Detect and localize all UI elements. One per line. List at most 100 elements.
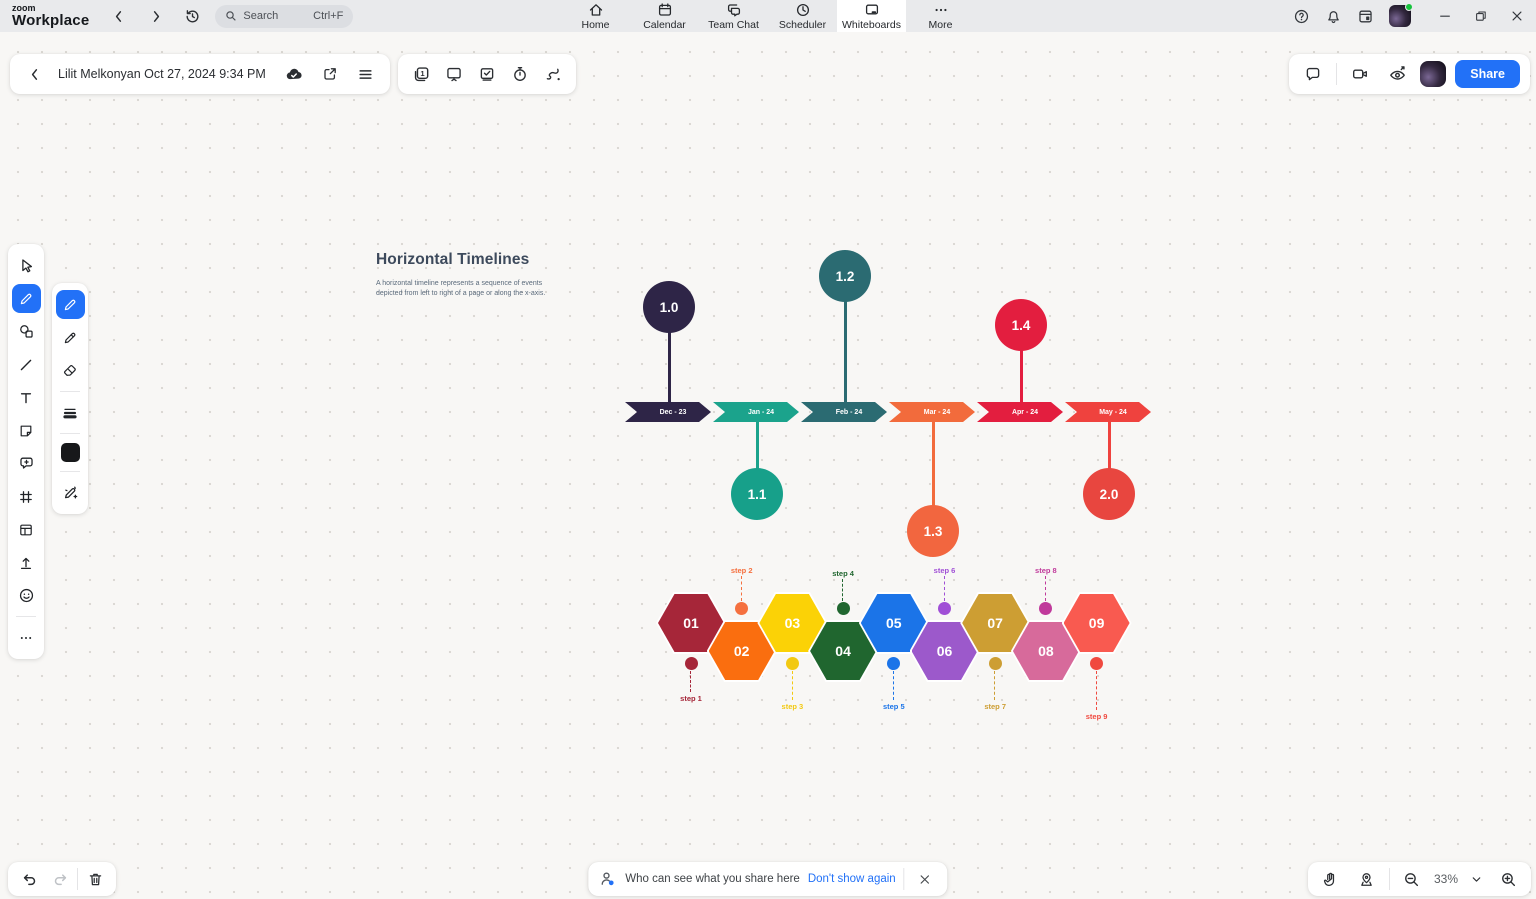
- undo-button[interactable]: [15, 865, 43, 893]
- tool-select[interactable]: [12, 251, 41, 280]
- nav-back-button[interactable]: [105, 3, 131, 29]
- share-button[interactable]: Share: [1455, 60, 1520, 88]
- tool-pen[interactable]: [11, 284, 41, 313]
- step-marker-dot[interactable]: [1039, 601, 1053, 615]
- board-menu-button[interactable]: [352, 60, 380, 88]
- minimap-button[interactable]: [1353, 865, 1381, 893]
- whiteboard-canvas[interactable]: Horizontal Timelines A horizontal timeli…: [0, 32, 1536, 899]
- step-label[interactable]: step 5: [882, 702, 905, 711]
- stroke-thickness-button[interactable]: [56, 398, 85, 427]
- collaborator-avatar[interactable]: [1420, 61, 1447, 87]
- step-marker-dot[interactable]: [988, 656, 1002, 670]
- follow-mode-button[interactable]: [1383, 60, 1411, 88]
- notice-close-button[interactable]: [913, 865, 937, 893]
- tab-calendar[interactable]: Calendar: [630, 0, 699, 32]
- tool-upload[interactable]: [12, 548, 41, 577]
- timeline-version-node[interactable]: 2.0: [1083, 468, 1135, 520]
- timeline-month-segment[interactable]: May - 24: [1065, 402, 1151, 422]
- tool-shapes[interactable]: [12, 317, 41, 346]
- timeline-month-segment[interactable]: Apr - 24: [977, 402, 1063, 422]
- timeline-month-segment[interactable]: Mar - 24: [889, 402, 975, 422]
- delete-button[interactable]: [81, 865, 109, 893]
- step-marker-dot[interactable]: [938, 601, 951, 615]
- tool-text[interactable]: [12, 383, 41, 412]
- tab-scheduler[interactable]: Scheduler: [768, 0, 837, 32]
- timeline-version-node[interactable]: 1.0: [643, 281, 695, 333]
- nav-forward-button[interactable]: [143, 3, 169, 29]
- flyout-pencil[interactable]: [56, 323, 85, 352]
- open-in-new-button[interactable]: [316, 60, 344, 88]
- window-restore-button[interactable]: [1474, 9, 1488, 23]
- step-label[interactable]: step 4: [832, 569, 854, 578]
- tool-comment[interactable]: [12, 449, 41, 478]
- board-back-button[interactable]: [20, 60, 48, 88]
- help-button[interactable]: [1293, 8, 1310, 25]
- step-label[interactable]: step 7: [984, 702, 1007, 711]
- pages-button[interactable]: 1: [407, 60, 435, 88]
- calendar-icon: [658, 2, 671, 16]
- tool-template[interactable]: [12, 515, 41, 544]
- smart-pen-button[interactable]: [56, 478, 85, 507]
- tab-more[interactable]: More: [906, 0, 975, 32]
- vote-button[interactable]: [473, 60, 501, 88]
- timeline-month-segment[interactable]: Dec - 23: [625, 402, 711, 422]
- present-button[interactable]: [440, 60, 468, 88]
- follow-eye-icon: [1389, 65, 1405, 80]
- zoom-in-button[interactable]: [1494, 865, 1522, 893]
- hexagon-step[interactable]: 01: [656, 592, 726, 654]
- timeline-version-node[interactable]: 1.1: [731, 468, 783, 520]
- window-close-button[interactable]: [1510, 9, 1524, 23]
- dont-show-again-link[interactable]: Don't show again: [807, 873, 896, 885]
- flyout-eraser[interactable]: [56, 356, 85, 385]
- step-marker-dot[interactable]: [735, 601, 749, 615]
- tool-frame[interactable]: [12, 482, 41, 511]
- step-label[interactable]: step 8: [1035, 566, 1057, 575]
- tool-more[interactable]: [12, 623, 41, 652]
- tool-reactions[interactable]: [12, 581, 41, 610]
- window-minimize-button[interactable]: [1438, 9, 1452, 23]
- comment-plus-icon: [19, 457, 33, 469]
- flyout-pen[interactable]: [55, 290, 85, 319]
- canvas-description-text[interactable]: A horizontal timeline represents a seque…: [376, 280, 546, 297]
- step-marker-dot[interactable]: [887, 656, 901, 670]
- board-title[interactable]: Lilit Melkonyan Oct 27, 2024 9:34 PM: [58, 67, 266, 81]
- step-label[interactable]: step 1: [680, 694, 702, 703]
- notifications-button[interactable]: [1325, 8, 1342, 25]
- cloud-saved-button[interactable]: [280, 60, 308, 88]
- step-label[interactable]: step 2: [730, 566, 753, 575]
- user-avatar[interactable]: [1389, 3, 1413, 27]
- search-input[interactable]: Search Ctrl+F: [215, 4, 354, 28]
- planner-button[interactable]: [1357, 8, 1374, 25]
- step-marker-dot[interactable]: [836, 601, 850, 615]
- zoom-menu-button[interactable]: [1466, 865, 1486, 893]
- hexagon-step[interactable]: 06: [909, 620, 980, 682]
- pan-tool-button[interactable]: [1317, 865, 1345, 893]
- tool-line[interactable]: [12, 350, 41, 379]
- canvas-title-text[interactable]: Horizontal Timelines: [376, 251, 530, 268]
- zoom-level[interactable]: 33%: [1433, 872, 1458, 886]
- timer-button[interactable]: [506, 60, 534, 88]
- tab-whiteboards[interactable]: Whiteboards: [837, 0, 906, 32]
- color-swatch-black[interactable]: [60, 443, 80, 462]
- history-button[interactable]: [179, 3, 205, 29]
- step-label[interactable]: step 3: [781, 702, 804, 711]
- step-marker-dot[interactable]: [785, 656, 799, 670]
- comments-button[interactable]: [1299, 60, 1327, 88]
- timeline-version-node[interactable]: 1.2: [819, 250, 871, 302]
- timeline-version-node[interactable]: 1.4: [995, 299, 1047, 351]
- timeline-month-segment[interactable]: Feb - 24: [801, 402, 887, 422]
- step-marker-dot[interactable]: [684, 656, 698, 670]
- timeline-version-node[interactable]: 1.3: [907, 505, 959, 557]
- step-label[interactable]: step 6: [933, 566, 956, 575]
- laser-pointer-button[interactable]: [539, 60, 567, 88]
- tool-sticky-note[interactable]: [12, 416, 41, 445]
- timeline-month-segment[interactable]: Jan - 24: [713, 402, 799, 422]
- redo-button[interactable]: [46, 865, 74, 893]
- step-label[interactable]: step 9: [1085, 712, 1108, 721]
- zoom-out-button[interactable]: [1398, 865, 1426, 893]
- hexagon-step[interactable]: 04: [808, 620, 879, 682]
- tab-team-chat[interactable]: Team Chat: [699, 0, 768, 32]
- step-marker-dot[interactable]: [1090, 656, 1104, 670]
- video-camera-button[interactable]: [1346, 60, 1374, 88]
- tab-home[interactable]: Home: [561, 0, 630, 32]
